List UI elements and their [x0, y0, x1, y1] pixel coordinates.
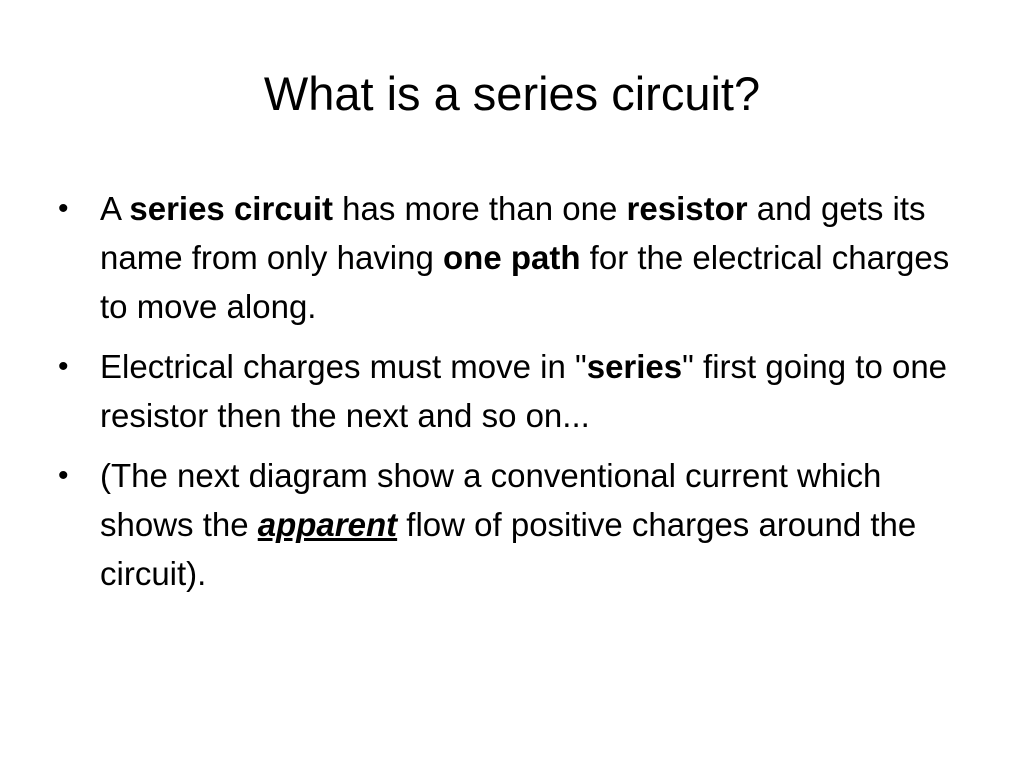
bullet-text: A — [100, 190, 130, 227]
bullet-text: Electrical charges must move in " — [100, 348, 587, 385]
bold-term-one-path: one path — [443, 239, 581, 276]
bullet-text: " first going to one resistor then the n… — [100, 348, 948, 434]
bold-term-series: series — [586, 348, 683, 385]
bold-term-series-circuit: series circuit — [129, 190, 333, 227]
bullet-marker: • — [58, 192, 69, 225]
bullet-text: has more than one — [332, 190, 627, 227]
bullet-marker: • — [58, 350, 69, 383]
bullet-text: for the electrical charges to move along… — [100, 239, 950, 325]
bullet-text: and gets its name from only having — [100, 190, 926, 276]
bullet-item-conventional-current-note: • (The next diagram show a conventional c… — [52, 451, 952, 598]
bullet-text: flow of positive charges around the circ… — [100, 506, 917, 592]
bullet-marker: • — [58, 459, 69, 492]
bullet-list: • A series circuit has more than one resi… — [52, 184, 952, 609]
emphasized-term-apparent: apparent — [257, 506, 398, 543]
bullet-item-charges-move-in-series: • Electrical charges must move in "series… — [52, 342, 952, 440]
bold-term-resistor: resistor — [626, 190, 748, 227]
bullet-item-series-circuit-definition: • A series circuit has more than one resi… — [52, 184, 952, 331]
bullet-text: (The next diagram show a conventional cu… — [100, 457, 882, 543]
slide-title: What is a series circuit? — [263, 67, 761, 120]
